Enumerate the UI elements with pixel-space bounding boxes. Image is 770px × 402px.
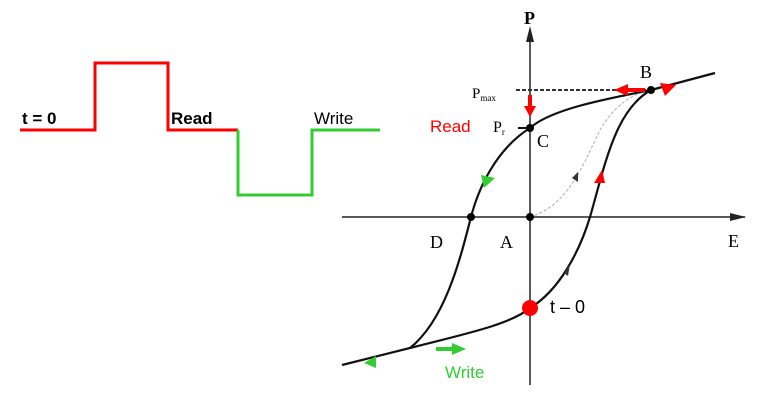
- initial-curve-arrow-icon: [572, 172, 578, 182]
- waveform-write-label: Write: [314, 109, 353, 128]
- write-loop-label: Write: [445, 363, 484, 382]
- e-axis-arrow-icon: [730, 213, 746, 221]
- point-a-label: A: [500, 232, 513, 252]
- point-a-marker: [526, 213, 534, 221]
- point-c-label: C: [537, 131, 549, 151]
- red-triangle-up-icon: [594, 170, 605, 183]
- read-loop-label: Read: [430, 117, 471, 136]
- green-triangle-left-icon: [364, 356, 376, 368]
- waveform-t0-label: t = 0: [22, 109, 57, 128]
- upper-branch-curve: [341, 71, 716, 367]
- point-d-label: D: [430, 232, 443, 252]
- lower-branch-arrow-icon: [564, 264, 570, 276]
- lower-branch-curve: [409, 89, 652, 350]
- write-pulse-waveform: [236, 128, 380, 197]
- point-b-label: B: [640, 62, 652, 82]
- p-axis-label: P: [524, 8, 535, 28]
- pr-label: Pr: [493, 119, 505, 137]
- t0-state-marker: [522, 300, 538, 316]
- read-left-arrow-icon: [614, 84, 645, 96]
- write-right-arrow-icon: [436, 343, 466, 355]
- pmax-label: Pmax: [472, 86, 496, 103]
- waveform-read-label: Read: [171, 109, 213, 128]
- initial-polarization-curve: [529, 89, 652, 218]
- read-down-arrow-icon: [524, 95, 536, 117]
- point-d-marker: [467, 213, 475, 221]
- e-axis-label: E: [728, 231, 739, 251]
- t0-loop-label: t – 0: [550, 297, 585, 317]
- red-triangle-b-icon: [660, 83, 676, 96]
- read-pulse-waveform: [20, 61, 238, 132]
- green-triangle-down-icon: [481, 175, 495, 188]
- p-axis-arrow-icon: [526, 26, 534, 42]
- point-b-marker: [647, 86, 655, 94]
